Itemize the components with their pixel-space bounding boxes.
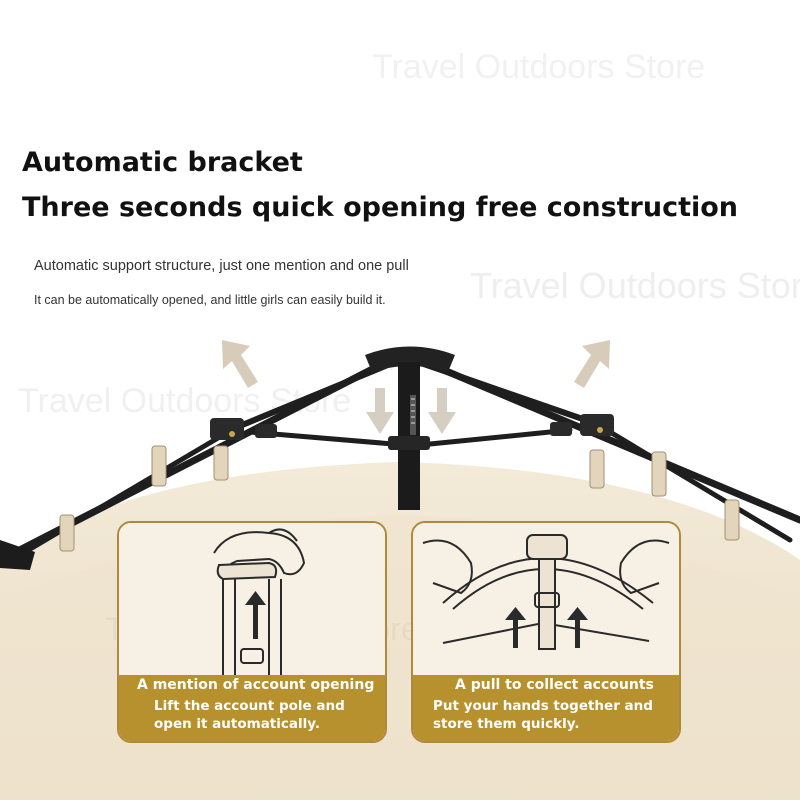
pole-collar (388, 436, 430, 450)
headline: Automatic bracket Three seconds quick op… (22, 140, 738, 230)
panel-open-title: A mention of account opening (137, 677, 375, 693)
expand-arrow-left-icon (222, 340, 258, 388)
pull-arrow-left-icon (505, 607, 526, 648)
compress-arrow-right-icon (428, 388, 456, 434)
panel-close-caption: A pull to collect accounts Put your hand… (413, 675, 679, 741)
clip-2 (213, 445, 229, 481)
central-hub (365, 346, 455, 372)
panel-close-title: A pull to collect accounts (455, 677, 654, 693)
subtitle-line-2: It can be automatically opened, and litt… (34, 293, 386, 307)
joint-left-2 (255, 424, 277, 438)
panel-close: A pull to collect accounts Put your hand… (411, 521, 681, 743)
headline-line-2: Three seconds quick opening free constru… (22, 192, 739, 223)
panel-open-text: Lift the account pole and open it automa… (154, 698, 345, 732)
strut-right (415, 359, 603, 428)
pole-left-lower (17, 422, 243, 558)
brace-right (417, 427, 573, 448)
clip-3 (589, 449, 605, 489)
watermark-2: Travel Outdoors Store (470, 265, 800, 306)
pole-right-lower (587, 417, 793, 543)
panel-open-caption: A mention of account opening Lift the ac… (119, 675, 385, 741)
pull-hub-illustration (413, 523, 679, 683)
lift-pole-illustration (119, 523, 385, 683)
joint-left (210, 418, 244, 440)
pull-arrow-right-icon (567, 607, 588, 648)
lift-arrow-icon (245, 591, 266, 639)
watermark-1: Travel Outdoors Store (372, 48, 705, 86)
panel-open: A mention of account opening Lift the ac… (117, 521, 387, 743)
clip-6 (724, 499, 740, 541)
compress-arrow-left-icon (366, 388, 394, 434)
clip-5 (59, 514, 75, 552)
joint-right-2 (550, 422, 572, 436)
joint-right (580, 414, 614, 436)
panel-close-text: Put your hands together and store them q… (433, 698, 653, 732)
headline-line-1: Automatic bracket (22, 147, 303, 178)
subtitle-line-1: Automatic support structure, just one me… (34, 258, 409, 274)
strut-left (227, 359, 398, 433)
expand-arrow-right-icon (574, 340, 610, 388)
left-edge-joint (0, 540, 35, 570)
clip-1 (151, 445, 167, 487)
clip-4 (651, 451, 667, 497)
